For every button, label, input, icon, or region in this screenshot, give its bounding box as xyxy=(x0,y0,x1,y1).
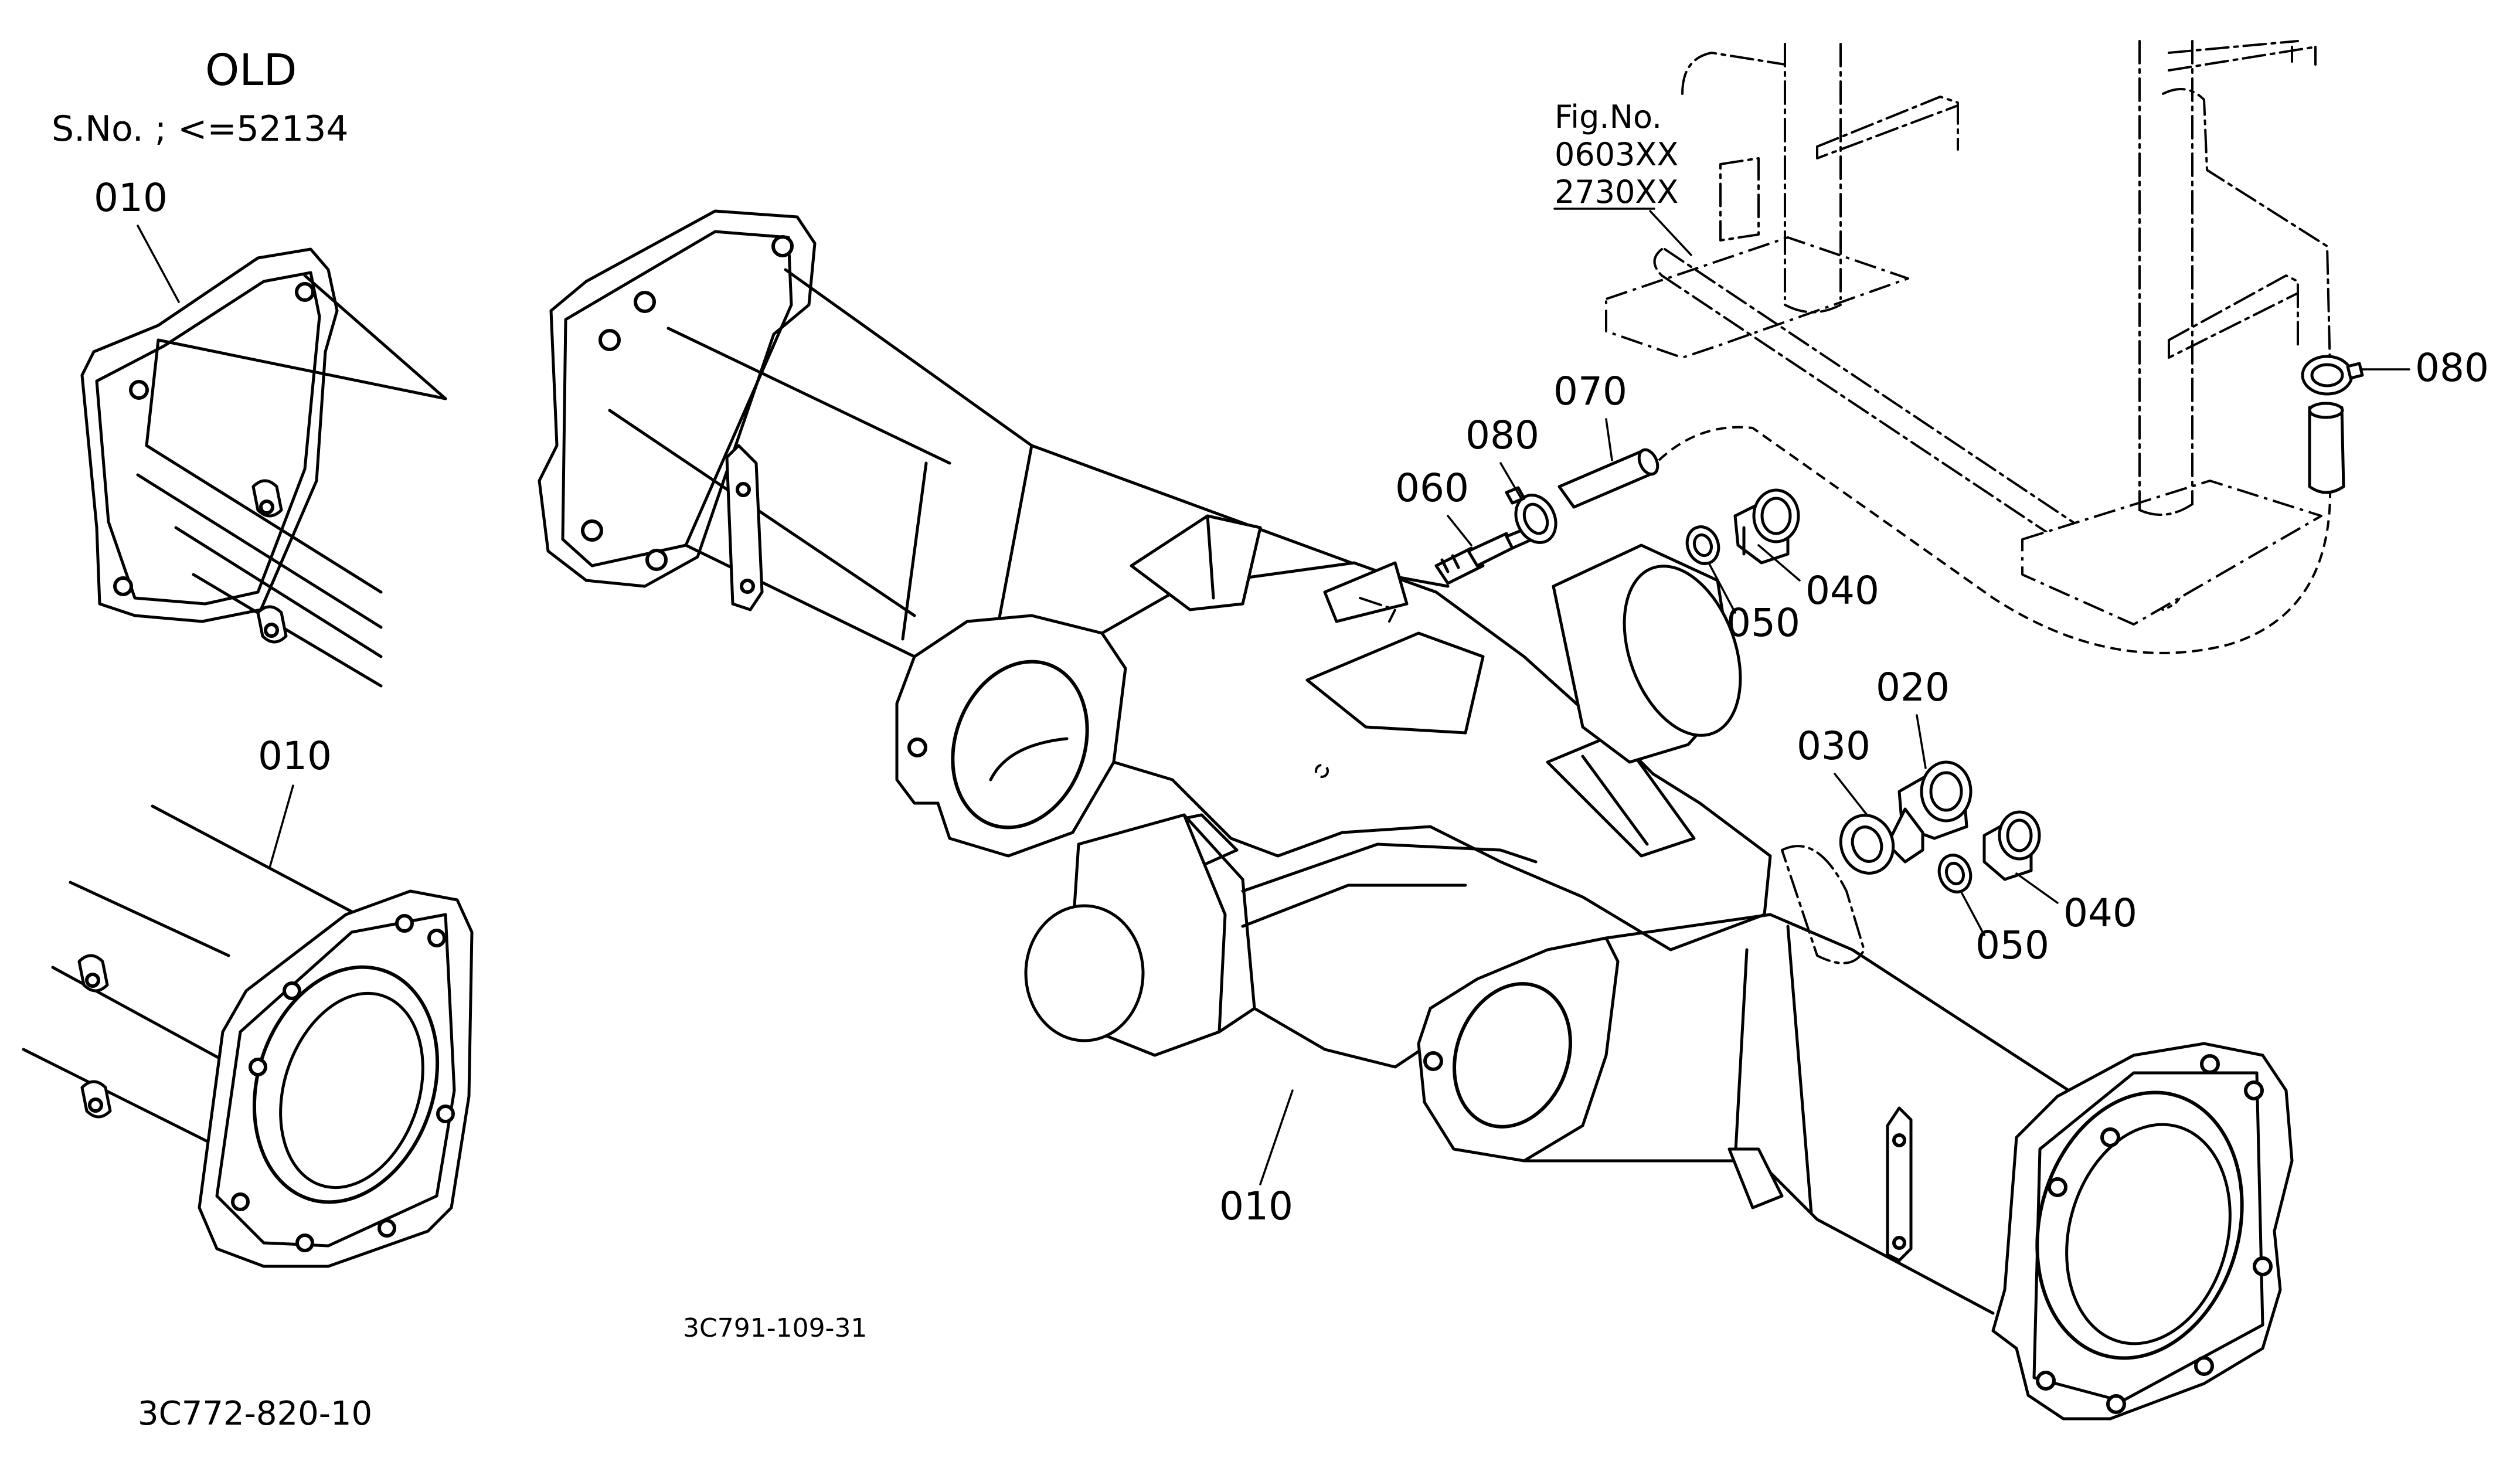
part-080-clamp-right xyxy=(2301,355,2364,494)
leader-washer-upper xyxy=(1708,562,1736,614)
callout-plug-upper: 040 xyxy=(1805,568,1879,613)
callout-seal-large: 030 xyxy=(1797,723,1871,769)
figure-ref-number-2: 2730XX xyxy=(1555,174,1678,210)
detail-top-housing xyxy=(80,247,447,688)
callout-washer-lower: 050 xyxy=(1975,923,2049,968)
serial-range: S.No. ; <=52134 xyxy=(52,108,349,149)
part-050-washer-lower xyxy=(1937,854,1973,893)
part-050-washer-upper xyxy=(1685,525,1720,565)
leader-figure-ref xyxy=(1649,210,1692,256)
leader-hose xyxy=(1605,418,1613,461)
callout-detail-bottom: 010 xyxy=(258,733,332,779)
callout-plug-lower: 040 xyxy=(2063,891,2137,936)
leader-breather xyxy=(1447,515,1472,546)
drawing-code-main: 3C791-109-31 xyxy=(683,1313,867,1343)
part-080-clamp-left xyxy=(1505,486,1557,544)
part-060-breather xyxy=(1434,523,1540,585)
rear-axle-housing xyxy=(538,209,2294,1421)
leader-washer-lower xyxy=(1960,890,1985,936)
figure-ref-number-1: 0603XX xyxy=(1555,136,1678,173)
callout-housing: 010 xyxy=(1219,1184,1293,1229)
figure-ref-label: Fig.No. xyxy=(1555,98,1662,135)
part-020-plug-large xyxy=(1886,760,1973,864)
breather-hose-route xyxy=(1658,426,2331,654)
callout-hose: 070 xyxy=(1553,369,1627,414)
callout-breather: 060 xyxy=(1395,465,1469,511)
leader-plug-upper xyxy=(1757,544,1801,582)
frame-phantom xyxy=(1605,40,2331,626)
callout-clamp-left: 080 xyxy=(1465,413,1539,458)
leader-plug-lower xyxy=(2015,872,2059,904)
part-040-plug-upper xyxy=(1733,488,1800,565)
leader-seal-large xyxy=(1834,773,1868,816)
part-030-seal-large xyxy=(1839,814,1895,875)
leader-housing xyxy=(1259,1089,1294,1185)
callout-washer-upper: 050 xyxy=(1726,600,1800,645)
leader-detail-bottom xyxy=(268,784,294,869)
diagram-title: OLD xyxy=(205,45,297,96)
drawing-code-detail: 3C772-820-10 xyxy=(138,1395,372,1433)
part-070-hose xyxy=(1557,448,1659,509)
callout-plug-large: 020 xyxy=(1876,665,1950,710)
leader-plug-large xyxy=(1916,714,1927,769)
leader-clamp-left xyxy=(1499,462,1522,499)
detail-bottom-housing xyxy=(22,804,474,1268)
callout-detail-top: 010 xyxy=(94,175,168,220)
leader-detail-top xyxy=(137,225,180,303)
part-040-plug-lower xyxy=(1982,810,2041,881)
callout-clamp-right: 080 xyxy=(2415,345,2489,390)
